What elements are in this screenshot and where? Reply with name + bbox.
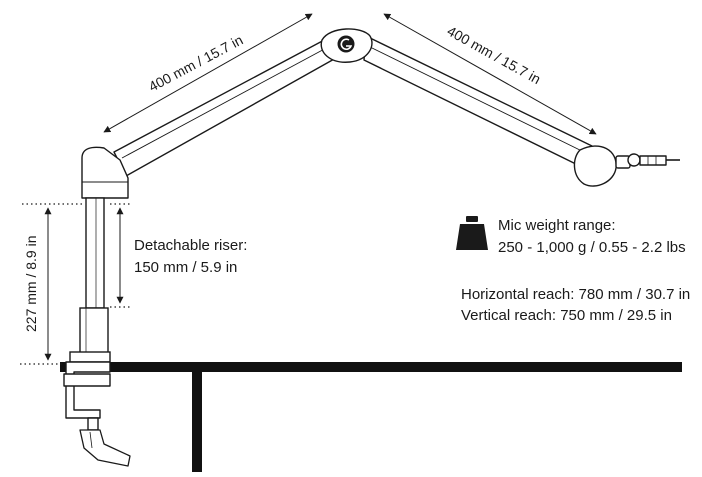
mic-weight-title: Mic weight range: — [498, 217, 616, 234]
pole — [69, 197, 111, 363]
reference-lines — [20, 203, 132, 365]
height-dimension: 227 mm / 8.9 in — [23, 207, 52, 361]
desk-clamp — [63, 361, 111, 431]
elgato-logo-icon — [337, 35, 355, 53]
weight-icon — [456, 216, 488, 250]
height-label: 227 mm / 8.9 in — [23, 236, 39, 333]
riser-label-line2: 150 mm / 5.9 in — [134, 259, 237, 276]
specs: Mic weight range: 250 - 1,000 g / 0.55 -… — [461, 217, 690, 324]
lower-arm — [363, 35, 593, 169]
clamp-handle-icon — [79, 429, 131, 467]
lower-arm-length-label: 400 mm / 15.7 in — [445, 23, 544, 88]
riser-dimension: Detachable riser: 150 mm / 5.9 in — [116, 207, 247, 304]
horizontal-reach: Horizontal reach: 780 mm / 30.7 in — [461, 286, 690, 303]
center-joint — [320, 28, 373, 63]
riser-label-line1: Detachable riser: — [134, 237, 247, 254]
upper-arm-length-label: 400 mm / 15.7 in — [146, 32, 246, 95]
elbow-joint — [81, 146, 129, 199]
vertical-reach: Vertical reach: 750 mm / 29.5 in — [461, 307, 672, 324]
mic-weight-range: 250 - 1,000 g / 0.55 - 2.2 lbs — [498, 239, 686, 256]
desk — [60, 362, 682, 472]
mic-mount — [573, 145, 680, 187]
